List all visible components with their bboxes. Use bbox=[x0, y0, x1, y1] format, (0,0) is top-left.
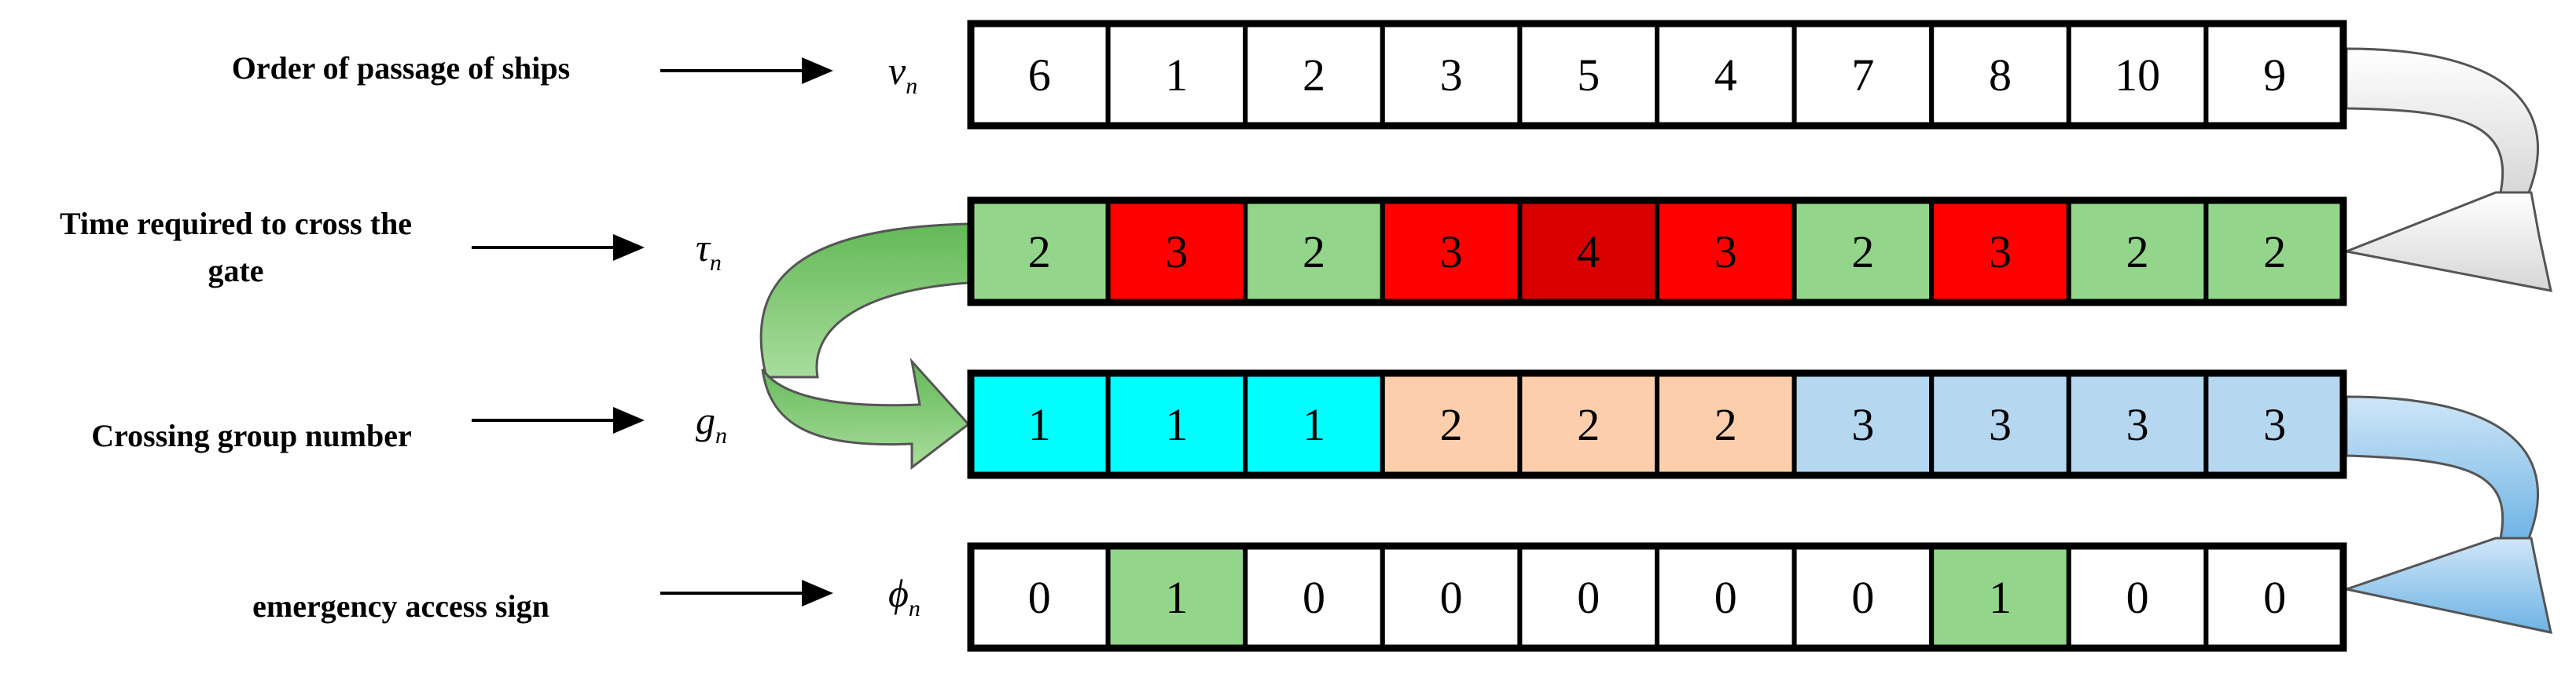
cell-value: 3 bbox=[2263, 399, 2286, 450]
cell-value: 4 bbox=[1714, 49, 1737, 101]
symbol-subscript: n bbox=[906, 73, 917, 99]
cell bbox=[1655, 198, 1797, 305]
cell-value: 0 bbox=[1028, 572, 1051, 623]
cell-value: 1 bbox=[1165, 572, 1188, 623]
row-symbol: gn bbox=[696, 398, 727, 449]
connector-arrowhead-row1-to-row2 bbox=[2342, 191, 2552, 292]
cell-value: 0 bbox=[1714, 572, 1737, 623]
cell-value: 3 bbox=[1440, 49, 1463, 101]
pointer-arrowhead bbox=[613, 234, 645, 261]
cell-value: 3 bbox=[1165, 226, 1188, 277]
row-symbol: τn bbox=[696, 225, 722, 276]
symbol-subscript: n bbox=[710, 250, 722, 276]
cell-value: 2 bbox=[1028, 226, 1051, 277]
row-4: emergency access sign ϕn 0 1 0 0 0 0 0 1 0 0 bbox=[252, 542, 2347, 652]
cell-value: 2 bbox=[1303, 49, 1325, 101]
row-symbol: ϕn bbox=[888, 571, 921, 621]
symbol-subscript: n bbox=[909, 596, 921, 621]
connector-arrow-row2-to-row3 bbox=[759, 222, 970, 379]
connector-arrow-row1-to-row2 bbox=[2345, 47, 2539, 198]
cell-value: 9 bbox=[2263, 49, 2286, 101]
symbol-base: τ bbox=[696, 225, 711, 269]
row-label: Crossing group number bbox=[91, 418, 412, 453]
symbol-base: v bbox=[888, 49, 906, 93]
cell-value: 2 bbox=[2263, 226, 2286, 277]
symbol-base: g bbox=[696, 398, 715, 442]
cell-value: 0 bbox=[1577, 572, 1600, 623]
row-3: Crossing group number gn 1 1 1 2 2 2 3 3 3 3 bbox=[91, 369, 2347, 479]
row-1: Order of passage of ships vn 6 1 2 3 5 4 7 8 10 9 bbox=[232, 20, 2347, 130]
cell-value: 0 bbox=[1440, 572, 1463, 623]
connector-arrowhead-row2-to-row3 bbox=[761, 357, 971, 471]
cell-value: 0 bbox=[1303, 572, 1325, 623]
cell-value: 1 bbox=[1989, 572, 2012, 623]
connector-arrow-row3-to-row4 bbox=[2345, 395, 2539, 544]
cell-value: 4 bbox=[1577, 226, 1600, 277]
cell bbox=[1929, 198, 2071, 305]
cell-value: 0 bbox=[2263, 572, 2286, 623]
cell-value: 0 bbox=[1851, 572, 1874, 623]
cell-value: 5 bbox=[1577, 49, 1600, 101]
symbol-base: ϕ bbox=[888, 571, 909, 615]
cell-value: 2 bbox=[1440, 399, 1463, 450]
row-frame bbox=[967, 20, 2347, 130]
cell-value: 8 bbox=[1989, 49, 2012, 101]
row-label: emergency access sign bbox=[252, 588, 549, 624]
row-frame bbox=[967, 542, 2347, 652]
curved-connectors bbox=[759, 47, 2552, 634]
pointer-arrowhead bbox=[802, 580, 833, 607]
pointer-arrowhead bbox=[613, 407, 645, 434]
row-label: Order of passage of ships bbox=[232, 50, 570, 86]
cell-value: 2 bbox=[1851, 226, 1874, 277]
cell-value: 2 bbox=[2126, 226, 2149, 277]
cell bbox=[2203, 544, 2346, 651]
cell-value: 10 bbox=[2115, 49, 2160, 101]
cell-value: 3 bbox=[1714, 226, 1737, 277]
connector-arrowhead-row3-to-row4 bbox=[2342, 537, 2552, 634]
row-symbol: vn bbox=[888, 49, 917, 99]
cell-value: 6 bbox=[1028, 49, 1051, 101]
row-frame bbox=[967, 196, 2347, 306]
cell bbox=[1791, 544, 1935, 651]
cell-value: 0 bbox=[2126, 572, 2149, 623]
cell bbox=[1929, 371, 2071, 478]
symbol-subscript: n bbox=[715, 423, 727, 449]
cell bbox=[1243, 544, 1385, 651]
cell-value: 2 bbox=[1577, 399, 1600, 450]
cell-value: 1 bbox=[1165, 399, 1188, 450]
cell bbox=[2066, 21, 2209, 128]
cell-value: 3 bbox=[1989, 226, 2012, 277]
cell-value: 7 bbox=[1851, 49, 1874, 101]
pointer-arrowhead bbox=[802, 57, 833, 84]
cell bbox=[1517, 198, 1660, 305]
row-frame bbox=[967, 369, 2347, 479]
cell bbox=[2066, 371, 2209, 478]
row-2: Time required to cross the gate τn 2 3 2 3 4 3 2 3… bbox=[60, 196, 2347, 306]
row-label: Time required to cross the bbox=[60, 206, 412, 241]
cell-value: 3 bbox=[1851, 399, 1874, 450]
cell-value: 1 bbox=[1028, 399, 1051, 450]
cell bbox=[1791, 371, 1935, 478]
cell-value: 3 bbox=[1440, 226, 1463, 277]
cell-value: 2 bbox=[1303, 226, 1325, 277]
cell-value: 1 bbox=[1165, 49, 1188, 101]
row-label: gate bbox=[208, 253, 263, 288]
cell-value: 2 bbox=[1714, 399, 1737, 450]
cell-value: 1 bbox=[1303, 399, 1325, 450]
cell-value: 3 bbox=[1989, 399, 2012, 450]
cell-value: 3 bbox=[2126, 399, 2149, 450]
